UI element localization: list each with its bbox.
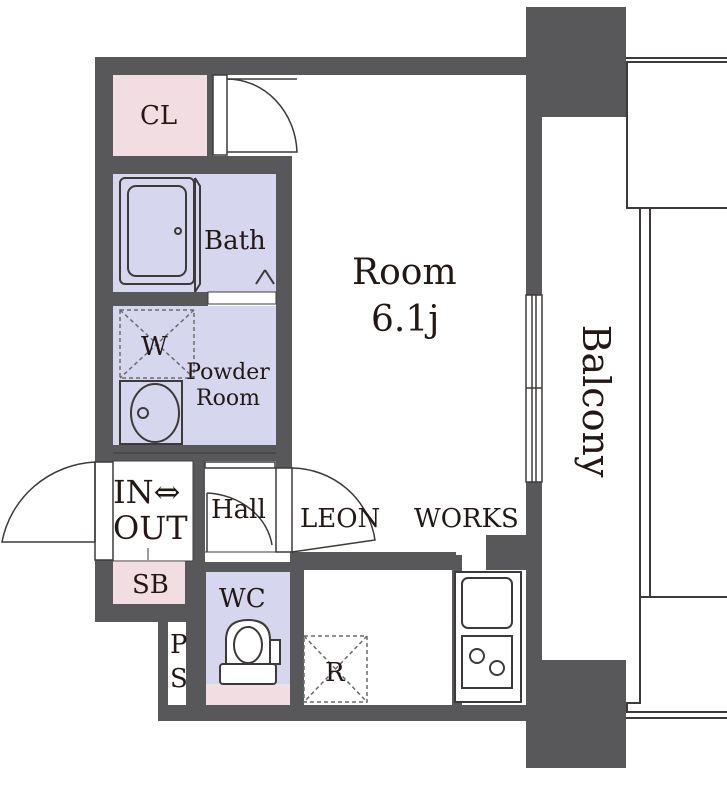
kitchen-counter (454, 571, 522, 703)
entrance-door[interactable] (1, 461, 114, 561)
entrance-floor (112, 460, 194, 562)
main-room-size: 6.1j (371, 299, 440, 340)
bath-label: Bath (204, 226, 266, 256)
entrance-label-line2: OUT (113, 509, 188, 547)
powder-room-label-line2: Room (196, 386, 260, 411)
hall-floor (205, 461, 276, 552)
hall-label: Hall (211, 495, 266, 525)
closet (113, 75, 207, 156)
balcony-railing (620, 57, 727, 719)
walls (95, 57, 542, 721)
shoe-box (113, 562, 185, 604)
pipe-space-label-line1: P (170, 630, 188, 660)
pipe-space-label-line2: S (170, 664, 188, 694)
powder-room-label-line1: Powder (186, 360, 270, 385)
closet-door[interactable] (212, 74, 298, 156)
brand-left: LEON (300, 504, 381, 534)
wc-floor-trim (206, 684, 290, 705)
entrance-label-line1: IN⇔ (113, 473, 181, 511)
refrigerator-space (303, 635, 368, 703)
balcony-label: Balcony (574, 324, 618, 478)
structural-columns (526, 7, 626, 768)
refrigerator-label: R (325, 658, 345, 688)
window (525, 294, 543, 483)
wc-label: WC (219, 584, 266, 614)
washer-space (119, 309, 195, 379)
bathtub (119, 177, 275, 293)
toilet (219, 618, 281, 685)
vanity-sink (119, 380, 183, 445)
brand-right: WORKS (414, 504, 519, 534)
hall-door[interactable] (204, 461, 276, 552)
washer-label: W (141, 332, 168, 362)
shoe-box-label: SB (132, 570, 169, 600)
main-room-label: Room (352, 252, 457, 293)
bath-door[interactable] (207, 291, 277, 305)
closet-label: CL (140, 101, 178, 131)
